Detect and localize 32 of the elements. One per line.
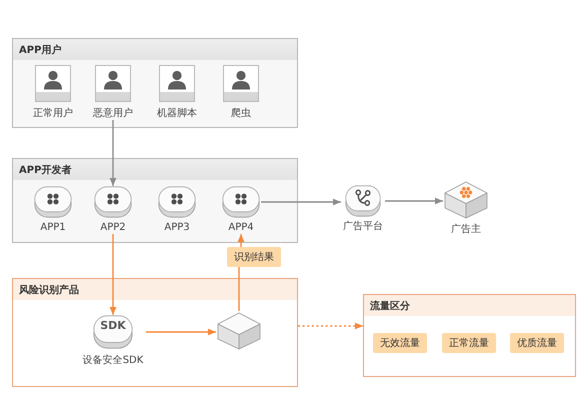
arrow <box>261 198 341 206</box>
group-panel <box>12 278 298 387</box>
category-box: 无效流量 <box>373 333 427 353</box>
icon-label: SDK <box>100 319 126 332</box>
node-label: 爬虫 <box>231 108 251 120</box>
node-label: APP2 <box>100 222 126 234</box>
group-panel <box>363 294 576 377</box>
connector-line <box>238 267 240 311</box>
arrow <box>238 234 244 247</box>
node-label: 机器脚本 <box>157 108 197 120</box>
result-box: 识别结果 <box>227 247 281 267</box>
group-panel <box>12 158 298 243</box>
arrow <box>385 198 443 204</box>
group-title: 风险识别产品 <box>13 279 297 300</box>
category-box: 优质流量 <box>510 333 564 353</box>
node-label: APP4 <box>228 222 254 234</box>
group-title: APP开发者 <box>13 159 297 180</box>
category-box: 正常流量 <box>442 333 496 353</box>
node-label: 设备安全SDK <box>82 355 144 367</box>
arrow <box>110 234 116 315</box>
arrow <box>146 328 216 336</box>
node-label: 广告平台 <box>343 221 383 233</box>
node-label: 广告主 <box>451 224 481 236</box>
node-label: 恶意用户 <box>93 108 133 120</box>
node-label: APP1 <box>40 222 66 234</box>
node-label: APP3 <box>164 222 190 234</box>
group-title: 流量区分 <box>364 295 575 316</box>
arrow <box>110 120 116 186</box>
group-panel <box>12 38 298 128</box>
group-title: APP用户 <box>13 39 297 60</box>
dotted-arrow <box>298 322 363 330</box>
node-label: 正常用户 <box>33 108 73 120</box>
